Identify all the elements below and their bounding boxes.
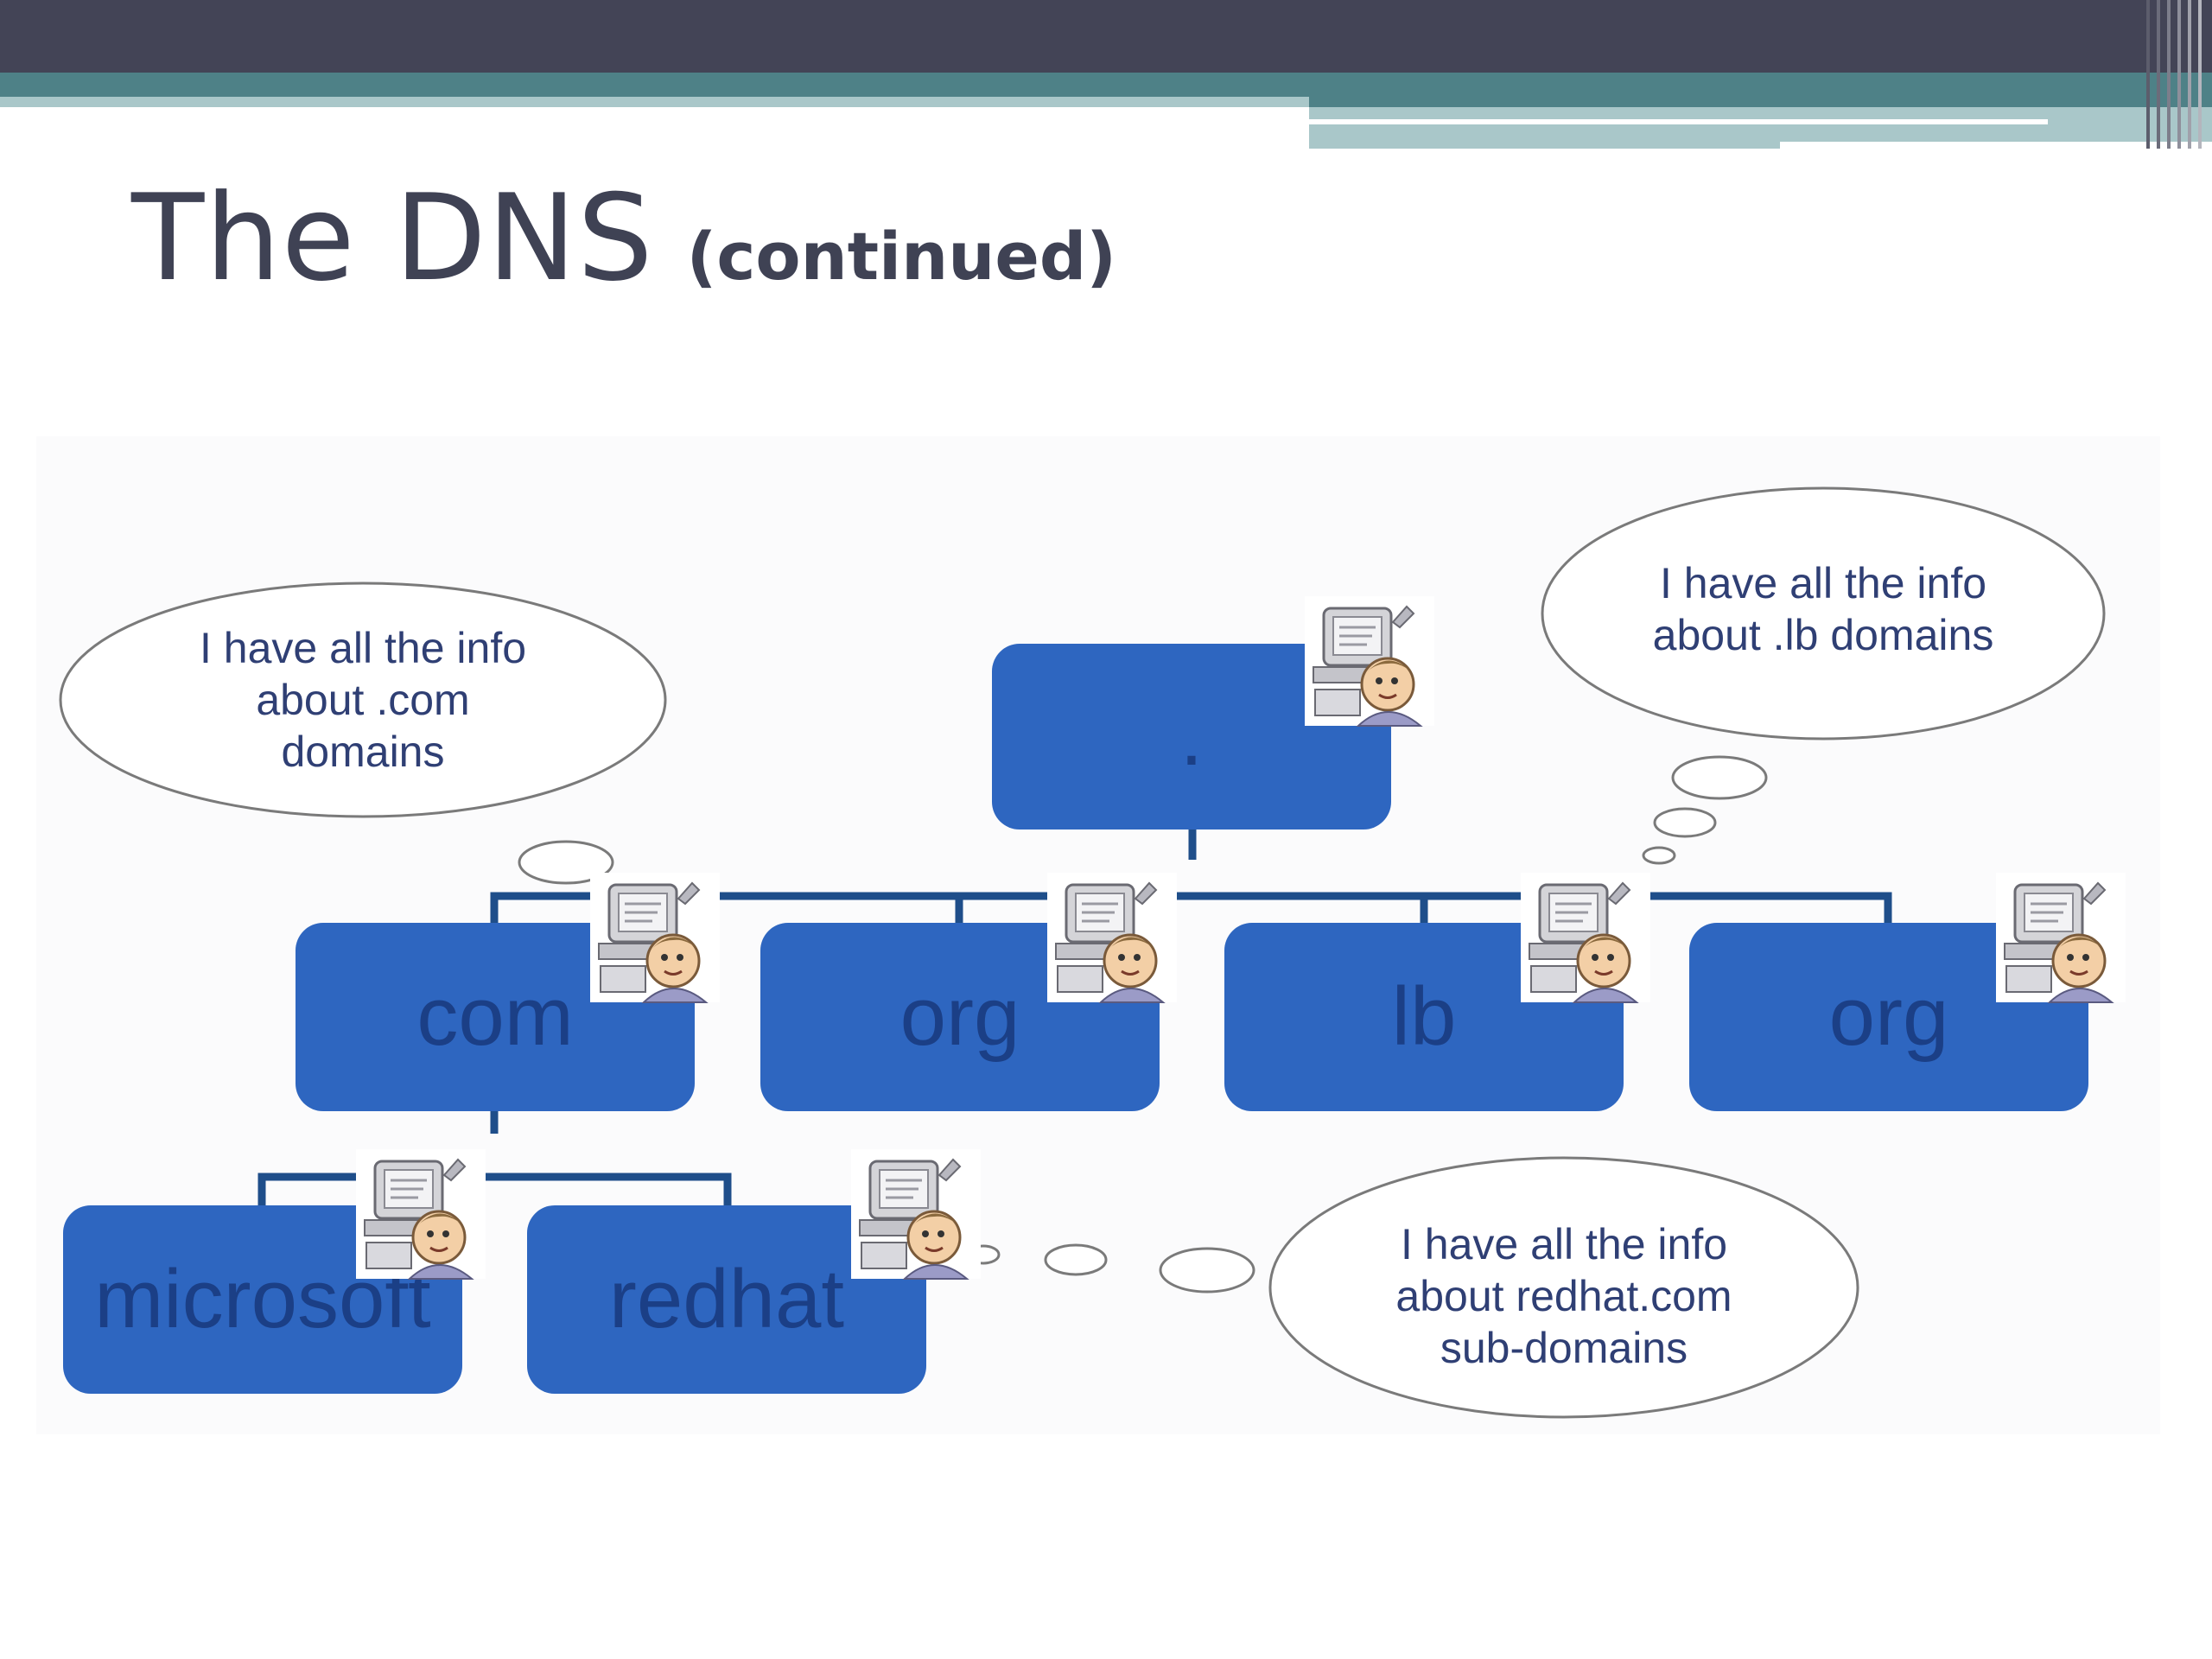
bubble-line: I have all the info — [1400, 1220, 1728, 1268]
computer-user-icon — [849, 1147, 982, 1281]
computer-user-icon — [1046, 871, 1179, 1004]
com-thought-bubble: I have all the info about .com domains — [104, 609, 622, 791]
bubble-line: sub-domains — [1440, 1324, 1688, 1372]
title-subtitle: (continued) — [686, 218, 1117, 295]
bubble-line: about redhat.com — [1395, 1272, 1732, 1320]
computer-user-icon — [1994, 871, 2127, 1004]
computer-user-icon — [588, 871, 721, 1004]
tree-connectors — [257, 825, 1892, 1205]
bubble-line: I have all the info — [1659, 559, 1987, 607]
bubble-line: I have all the info — [199, 624, 527, 672]
computer-user-icon — [1303, 594, 1436, 728]
redhat-thought-bubble: I have all the info about redhat.com sub… — [1305, 1205, 1823, 1387]
bubble-line: about .lb domains — [1652, 611, 1994, 659]
bubble-line: domains — [281, 728, 445, 776]
thought-clouds — [59, 486, 2106, 1419]
title-text: The DNS — [131, 168, 654, 308]
header-bar — [0, 0, 2212, 150]
computer-user-icon — [354, 1147, 487, 1281]
slide-title: The DNS (continued) — [131, 168, 1116, 308]
bubble-line: about .com — [256, 676, 470, 724]
node-boxes — [63, 644, 2088, 1394]
computer-user-icon — [1519, 871, 1652, 1004]
lb-thought-bubble: I have all the info about .lb domains — [1564, 536, 2082, 683]
